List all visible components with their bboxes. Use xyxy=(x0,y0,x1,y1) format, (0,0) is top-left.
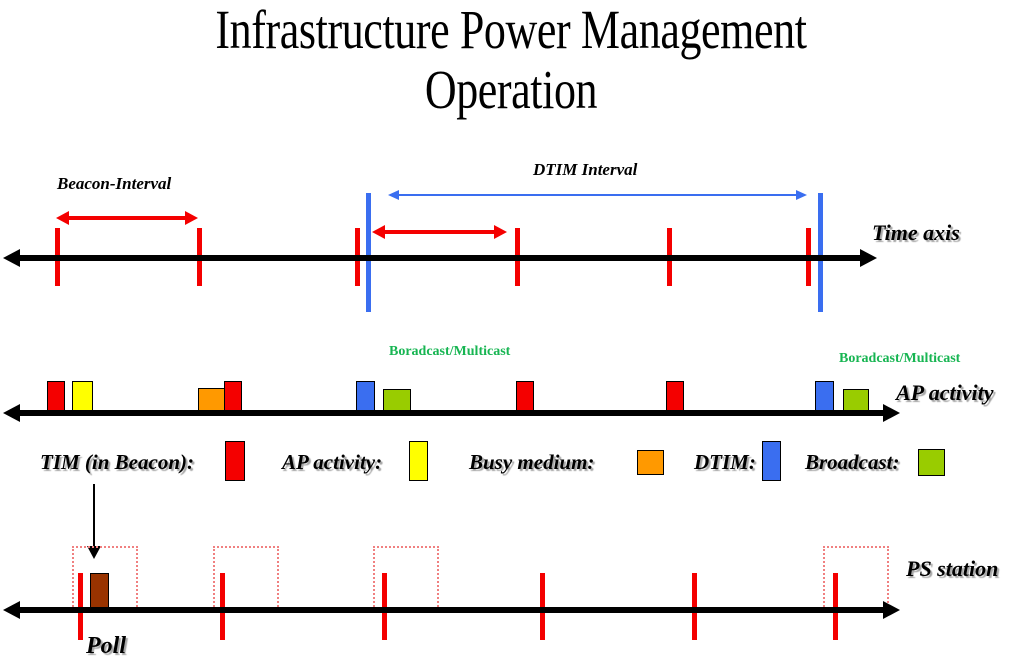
ps-tick-6 xyxy=(833,573,838,640)
time-axis-arrow-right xyxy=(860,249,877,267)
ap-activity-row-label: AP activity xyxy=(896,380,994,405)
page-title-line-2: Operation xyxy=(424,59,598,120)
time-axis-arrow-left xyxy=(3,249,20,267)
beacon-interval-label: Beacon-Interval xyxy=(57,174,172,193)
legend-swatch-broadcast xyxy=(918,449,945,476)
beacon-interval-arrow-right xyxy=(185,211,198,225)
ps-station-arrow-left xyxy=(3,601,20,619)
time-axis-line xyxy=(20,255,870,261)
legend-swatch-busy-medium xyxy=(637,450,664,475)
legend-label-busy-medium: Busy medium: xyxy=(469,450,595,474)
broadcast-multicast-label-right: Boradcast/Multicast xyxy=(839,351,961,366)
ps-station-axis-line xyxy=(20,607,893,613)
time-axis-row-label: Time axis xyxy=(872,220,960,245)
ap-box-tim-2 xyxy=(224,381,242,413)
ap-box-tim-4 xyxy=(666,381,684,413)
broadcast-multicast-label-left: Boradcast/Multicast xyxy=(389,344,511,359)
beacon-interval-measure-line xyxy=(69,216,185,220)
ps-poll-box xyxy=(90,573,109,610)
ps-station-arrow-right xyxy=(883,601,900,619)
ap-box-tim-1 xyxy=(47,381,65,413)
ps-tick-2 xyxy=(220,573,225,640)
ap-activity-arrow-left xyxy=(3,404,20,422)
poll-pointer-line xyxy=(93,484,95,548)
ap-activity-arrow-right xyxy=(883,404,900,422)
legend-label-broadcast: Broadcast: xyxy=(805,450,900,474)
dtim-interval-arrow-left xyxy=(388,190,399,200)
ps-tick-5 xyxy=(692,573,697,640)
legend-swatch-ap-activity xyxy=(409,441,428,481)
ap-box-tim-3 xyxy=(516,381,534,413)
ps-station-row-label: PS station xyxy=(906,556,999,581)
dtim-marker-1 xyxy=(366,193,371,312)
poll-pointer-arrowhead xyxy=(87,546,101,559)
beacon-interval-arrow-left xyxy=(56,211,69,225)
legend-label-dtim: DTIM: xyxy=(694,450,756,474)
page-title: Infrastructure Power Management Operatio… xyxy=(102,0,920,120)
ps-tick-4 xyxy=(540,573,545,640)
beacon-interval-measure-line-2 xyxy=(385,230,495,234)
ap-activity-axis-line xyxy=(20,410,893,416)
beacon-interval-2-arrow-left xyxy=(372,225,385,239)
legend-swatch-tim-in-beacon xyxy=(225,441,245,481)
dtim-interval-arrow-right xyxy=(796,190,807,200)
dtim-marker-2 xyxy=(818,193,823,312)
ap-box-dtim-2 xyxy=(815,381,834,413)
ps-tick-1 xyxy=(78,573,83,640)
dtim-interval-label: DTIM Interval xyxy=(533,160,638,179)
legend-label-ap-activity: AP activity: xyxy=(282,450,383,474)
ap-box-activity-1 xyxy=(72,381,93,413)
ap-box-dtim-1 xyxy=(356,381,375,413)
poll-label: Poll xyxy=(86,633,126,659)
legend-swatch-dtim xyxy=(762,441,781,481)
legend-label-tim-in-beacon: TIM (in Beacon): xyxy=(40,450,194,474)
beacon-interval-2-arrow-right xyxy=(494,225,507,239)
ap-box-busy-medium-1 xyxy=(198,388,225,413)
ap-box-broadcast-2 xyxy=(843,389,869,413)
page-title-line-1: Infrastructure Power Management xyxy=(215,0,807,60)
dtim-interval-span-line xyxy=(398,194,798,196)
ps-tick-3 xyxy=(382,573,387,640)
